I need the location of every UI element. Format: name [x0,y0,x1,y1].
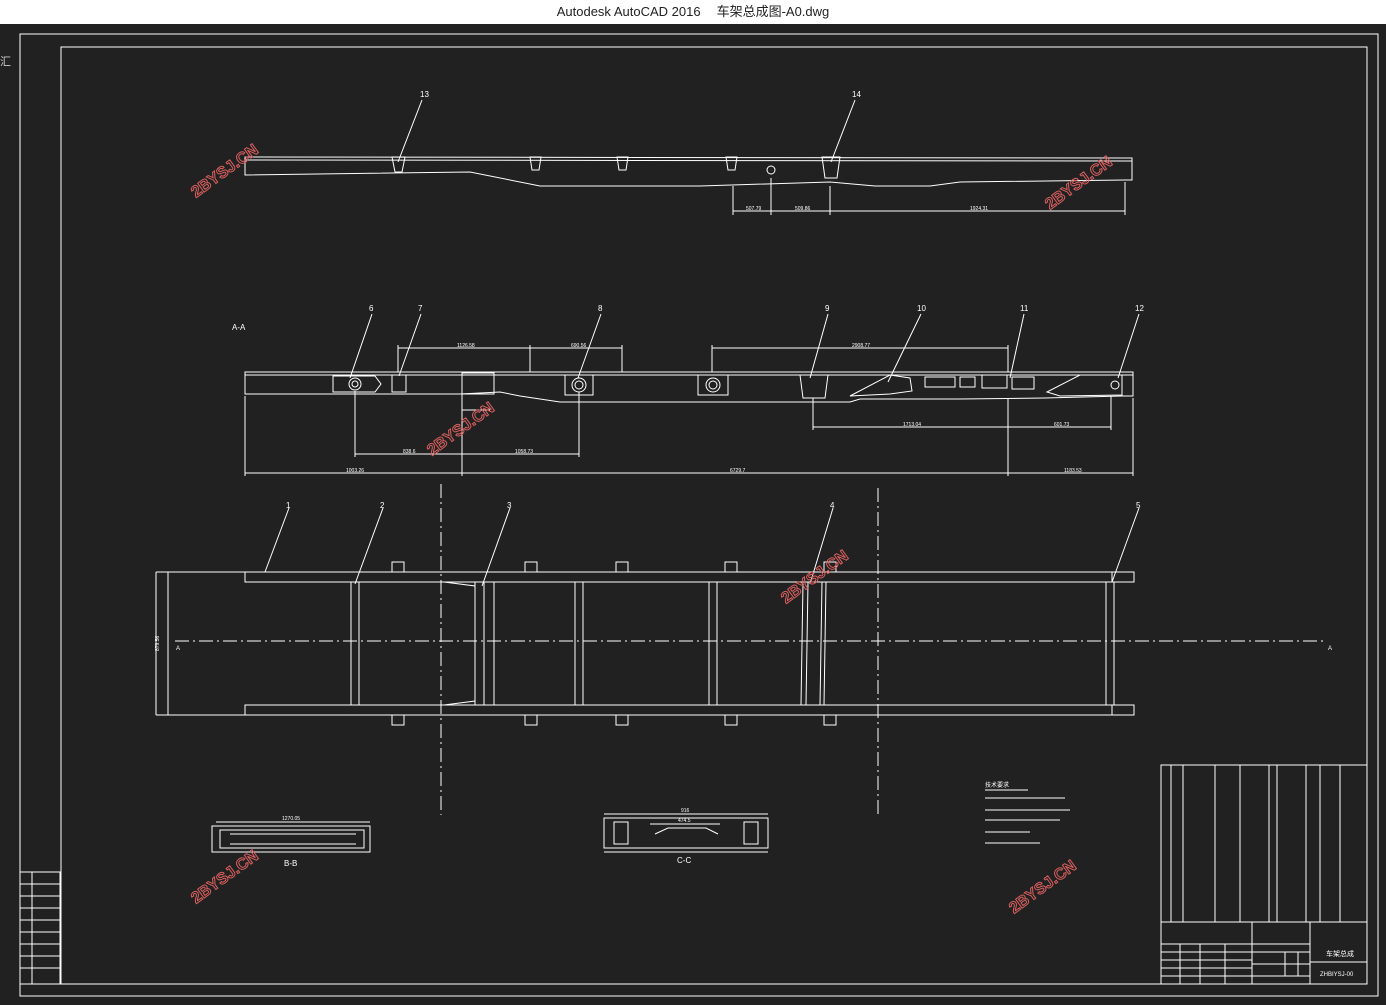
label-section-cc: C-C [677,856,691,865]
callout-mid: 11 [1020,304,1029,313]
callout-mid: 10 [917,304,926,313]
dim-top: 1924.31 [970,206,988,212]
dim-mid-upper: 1126.58 [457,343,475,349]
callout-plan: 5 [1136,501,1141,510]
callout-plan: 4 [830,501,835,510]
dim-overall: 1003.26 [346,468,364,474]
title-block-name: 车架总成 [1326,949,1354,958]
dim-cc-outer: 916 [681,808,690,814]
callout-mid: 12 [1135,304,1144,313]
dim-bb: 1270.05 [282,816,300,822]
side-tab[interactable]: 汇 [0,56,11,68]
callout-mid: 9 [825,304,830,313]
dim-mid-lower: 1713.04 [903,422,921,428]
label-section-bb: B-B [284,859,297,868]
callout-plan: 3 [507,501,512,510]
callout-mid: 7 [418,304,423,313]
dim-cc-inner: 474.5 [678,818,691,824]
plan-view [155,484,1325,815]
watermark-text: 2BYSJ.CN [424,399,497,459]
dim-mid-lower: 601.73 [1054,422,1070,428]
title-block-code: ZHBIYSJ-00 [1320,972,1354,978]
outer-border [19,33,1379,997]
section-cc-view [603,813,769,853]
callout-plan: 1 [286,501,291,510]
dim-overall: 6729.7 [730,468,746,474]
dim-mid-lower: 838.6 [403,449,416,455]
label-section-aa: A-A [232,323,246,332]
watermark-text: 2BYSJ.CN [1042,153,1115,213]
callout-mid: 6 [369,304,374,313]
section-bb-view [211,821,371,853]
drawing-canvas[interactable]: 汇 [0,24,1386,1005]
watermark-text: 2BYSJ.CN [778,547,851,607]
section-aa-view [244,313,1140,476]
notes-lines [985,789,1070,844]
dim-top: 507.79 [746,206,762,212]
notes-title: 技术要求 [985,781,1009,789]
dim-mid-upper: 2908.77 [852,343,870,349]
plan-axis-end-left: A [176,646,180,652]
top-rail-view [244,99,1133,215]
plan-axis-end-right: A [1328,646,1332,652]
callout-top: 13 [420,90,429,99]
watermark-text: 2BYSJ.CN [188,141,261,201]
left-revision-table [19,871,61,985]
dim-mid-upper: 690.56 [571,343,587,349]
window-titlebar: Autodesk AutoCAD 2016 车架总成图-A0.dwg [0,0,1386,24]
app-title: Autodesk AutoCAD 2016 [556,4,701,19]
dim-top: 509.86 [795,206,811,212]
callout-plan: 2 [380,501,385,510]
watermark-text: 2BYSJ.CN [1006,857,1079,917]
file-name: 车架总成图-A0.dwg [716,4,830,19]
callout-mid: 8 [598,304,603,313]
watermark-text: 2BYSJ.CN [188,847,261,907]
inner-border [60,46,1368,985]
dim-plan-width: 879.56 [155,635,161,651]
dim-overall: 1183.53 [1064,468,1082,474]
title-block [1160,764,1368,985]
dim-mid-lower: 1058.73 [515,449,533,455]
callout-top: 14 [852,90,861,99]
